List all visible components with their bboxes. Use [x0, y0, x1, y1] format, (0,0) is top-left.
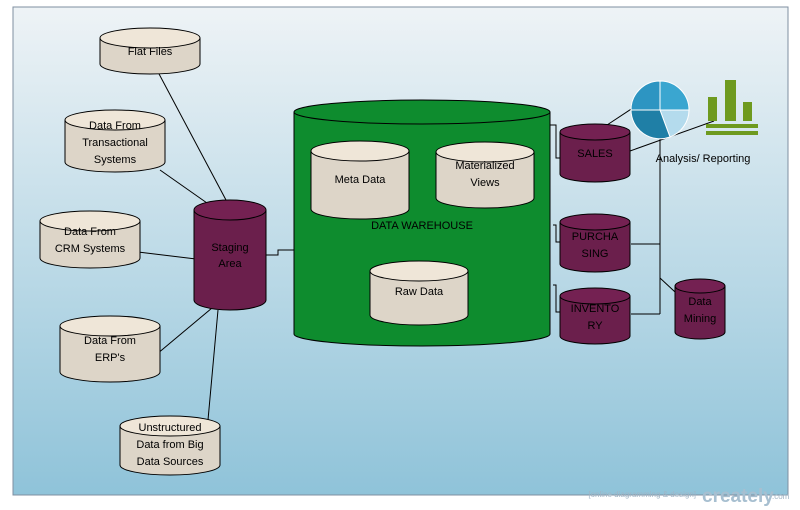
- transactional-label-line-2: Transactional: [82, 137, 148, 149]
- erp-label-line-2: ERP's: [95, 352, 126, 364]
- creately-watermark: [online diagramming & design] creately .…: [588, 486, 789, 507]
- pie-chart-icon: [630, 80, 690, 140]
- connectors: [137, 71, 715, 421]
- connector-transactional: [159, 169, 208, 204]
- purchasing-mart-label-line-1: PURCHA: [572, 231, 619, 243]
- connector-warehouse-sales: [550, 124, 561, 159]
- staging-area-label-line-1: Staging: [211, 242, 248, 254]
- purchasing-mart-cylinder[interactable]: PURCHA SING: [559, 213, 631, 273]
- raw-data-cylinder[interactable]: Raw Data: [369, 260, 469, 326]
- erp-label-line-1: Data From: [84, 335, 136, 347]
- big-data-label-line-1: Unstructured: [139, 422, 202, 434]
- transactional-label-line-3: Systems: [94, 154, 137, 166]
- analysis-reporting-label: Analysis/ Reporting: [656, 153, 751, 165]
- watermark-tagline: [online diagramming & design]: [588, 490, 696, 499]
- staging-area-label-line-2: Area: [218, 258, 242, 270]
- big-data-label-line-3: Data Sources: [137, 456, 204, 468]
- crm-label-line-2: CRM Systems: [55, 243, 126, 255]
- connector-warehouse-purchasing: [553, 224, 561, 243]
- inventory-mart-label-line-1: INVENTO: [571, 303, 620, 315]
- meta-data-label-line-1: Meta Data: [335, 174, 387, 186]
- transactional-label-line-1: Data From: [89, 120, 141, 132]
- connector-big-data: [207, 309, 219, 421]
- warehouse-title: DATA WAREHOUSE: [371, 220, 473, 232]
- connector-flat-files: [157, 71, 227, 201]
- materialized-views-label-line-2: Views: [470, 177, 500, 189]
- materialized-views-label-line-1: Materialized: [455, 160, 514, 172]
- inventory-mart-cylinder[interactable]: INVENTO RY: [559, 287, 631, 345]
- connector-crm: [137, 251, 197, 260]
- bar-chart-icon: [706, 80, 758, 135]
- crm-label-line-1: Data From: [64, 226, 116, 238]
- flat-files-label-line-1: Flat Files: [128, 46, 173, 58]
- connector-warehouse-inventory: [553, 284, 561, 313]
- data-mining-label-line-2: Mining: [684, 313, 716, 325]
- sales-mart-label-line-1: SALES: [577, 148, 612, 160]
- data-mining-label-line-1: Data: [688, 296, 712, 308]
- connector-staging-warehouse: [265, 249, 294, 256]
- sales-mart-cylinder[interactable]: SALES: [559, 123, 631, 183]
- big-data-label-line-2: Data from Big: [136, 439, 203, 451]
- purchasing-mart-label-line-2: SING: [582, 248, 609, 260]
- watermark-brand: creately: [702, 486, 774, 507]
- raw-data-label-line-1: Raw Data: [395, 286, 444, 298]
- watermark-suffix: .com: [772, 492, 790, 501]
- flat-files-cylinder[interactable]: Flat Files: [99, 27, 201, 75]
- meta-data-cylinder[interactable]: Meta Data: [310, 140, 410, 220]
- connector-erp: [156, 307, 213, 355]
- inventory-mart-label-line-2: RY: [587, 320, 603, 332]
